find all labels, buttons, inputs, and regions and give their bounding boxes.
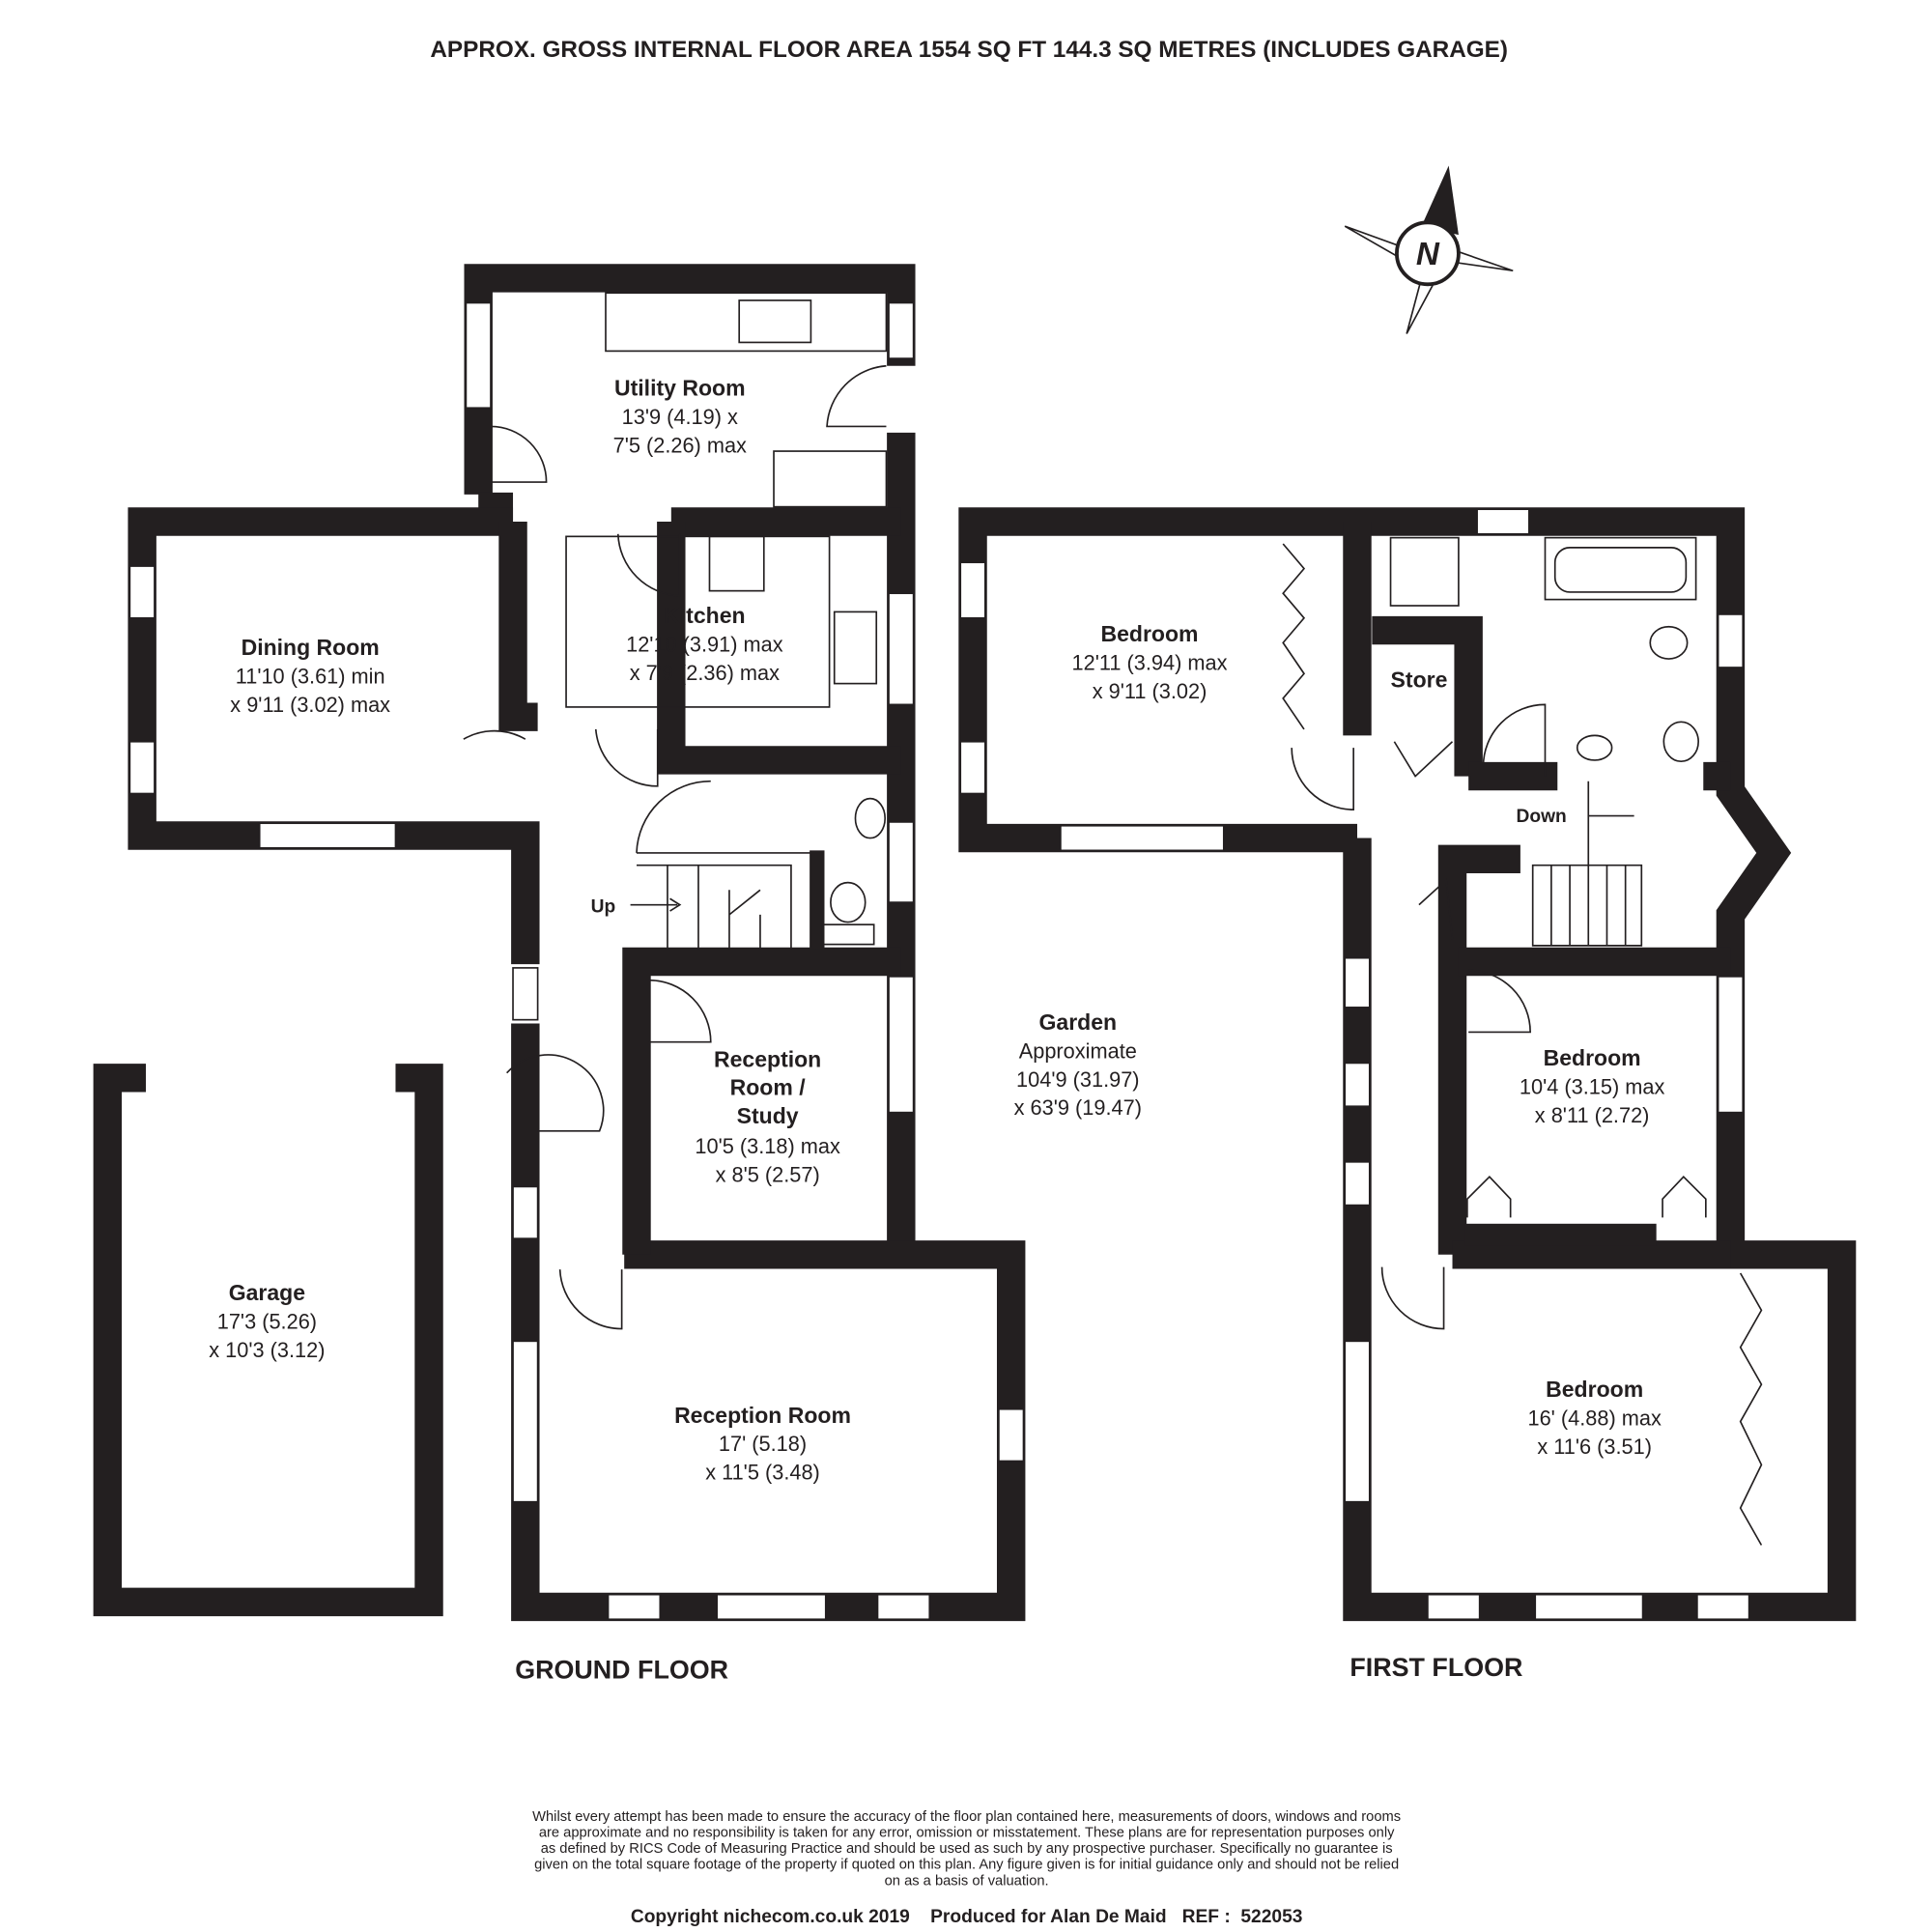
ground-floor-fixtures	[463, 292, 888, 1330]
bedroom-2-name: Bedroom	[1544, 1045, 1641, 1070]
garage-dim: x 10'3 (3.12)	[209, 1338, 325, 1362]
disclaimer-line: given on the total square footage of the…	[534, 1858, 1399, 1873]
study-name: Study	[737, 1103, 799, 1128]
utility-room-name: Utility Room	[614, 375, 746, 400]
reception-room-dim: 17' (5.18)	[719, 1432, 807, 1456]
bedroom-1-dim: 12'11 (3.94) max	[1072, 651, 1228, 675]
utility-room-dim: 7'5 (2.26) max	[613, 433, 747, 457]
copyright-line: Copyright nichecom.co.uk 2019 Produced f…	[631, 1907, 1303, 1927]
floor-area-title: APPROX. GROSS INTERNAL FLOOR AREA 1554 S…	[430, 37, 1508, 63]
stairs-up-label: Up	[591, 896, 616, 917]
disclaimer-line: on as a basis of valuation.	[885, 1873, 1049, 1889]
bedroom-3-dim: 16' (4.88) max	[1528, 1406, 1662, 1430]
study-dim: 10'5 (3.18) max	[695, 1134, 840, 1158]
utility-room-dim: 13'9 (4.19) x	[622, 405, 738, 429]
reception-room-dim: x 11'5 (3.48)	[705, 1461, 820, 1485]
first-floor-windows	[959, 508, 1750, 1621]
dining-room-dim: 11'10 (3.61) min	[236, 665, 385, 689]
first-floor-label: FIRST FLOOR	[1350, 1653, 1522, 1682]
study-name: Room /	[730, 1075, 807, 1100]
reception-room-name: Reception Room	[674, 1403, 851, 1428]
stairs-down-label: Down	[1517, 807, 1567, 827]
bedroom-1-dim: x 9'11 (3.02)	[1093, 679, 1208, 703]
first-floor-fixtures	[1282, 536, 1763, 1546]
garden-dim: Approximate	[1019, 1038, 1137, 1063]
disclaimer-line: as defined by RICS Code of Measuring Pra…	[541, 1841, 1393, 1857]
bedroom-3-dim: x 11'6 (3.51)	[1537, 1435, 1652, 1459]
garage-name: Garage	[229, 1280, 306, 1305]
garage-dim: 17'3 (5.26)	[217, 1310, 317, 1334]
bedroom-2-dim: x 8'11 (2.72)	[1535, 1103, 1650, 1127]
study-dim: x 8'5 (2.57)	[716, 1162, 820, 1186]
disclaimer-line: are approximate and no responsibility is…	[539, 1825, 1395, 1840]
store-name: Store	[1391, 667, 1448, 692]
garden-dim: x 63'9 (19.47)	[1014, 1095, 1142, 1120]
compass-label: N	[1416, 237, 1440, 272]
kitchen-dim: 12'10 (3.91) max	[626, 632, 783, 656]
ground-floor-windows	[128, 301, 1025, 1621]
garden-name: Garden	[1039, 1009, 1118, 1035]
study-name: Reception	[714, 1046, 821, 1071]
kitchen-dim: x 7'9 (2.36) max	[630, 661, 780, 685]
bedroom-3-name: Bedroom	[1546, 1377, 1643, 1402]
bedroom-1-name: Bedroom	[1101, 621, 1199, 646]
stairs-arrow-icon	[630, 897, 682, 912]
dining-room-dim: x 9'11 (3.02) max	[230, 693, 390, 717]
ground-floor-walls	[93, 264, 1026, 1622]
dining-room-name: Dining Room	[242, 635, 380, 660]
garden-dim: 104'9 (31.97)	[1016, 1067, 1140, 1092]
bedroom-2-dim: 10'4 (3.15) max	[1520, 1074, 1665, 1098]
ground-floor-label: GROUND FLOOR	[515, 1656, 728, 1685]
disclaimer-line: Whilst every attempt has been made to en…	[532, 1809, 1401, 1825]
kitchen-name: Kitchen	[664, 603, 745, 628]
north-arrow-compass-icon: N	[1344, 165, 1514, 334]
